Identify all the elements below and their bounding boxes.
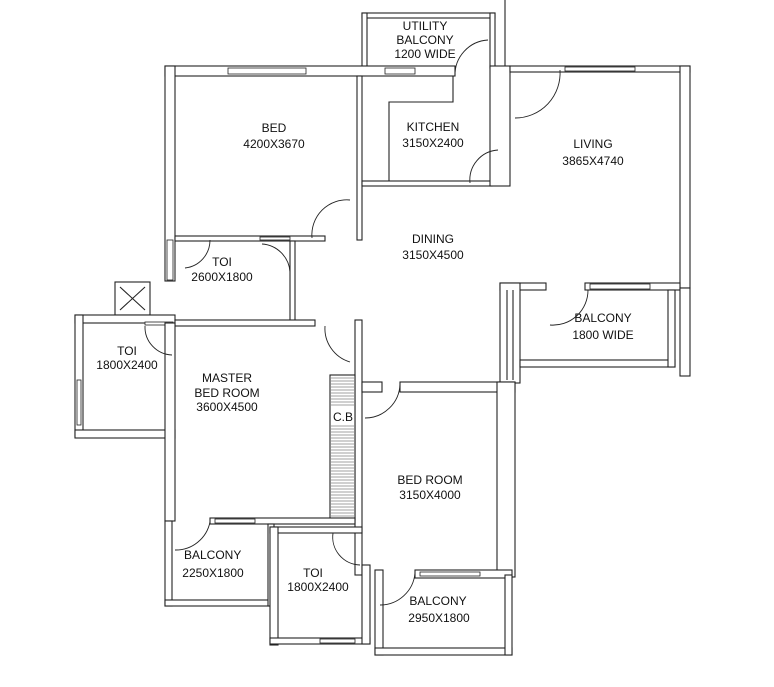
cb-hatch (331, 377, 354, 517)
toi-bottom-label: TOI (303, 566, 323, 580)
room-labels: UTILITY BALCONY 1200 WIDE BED 4200X3670 … (96, 19, 633, 625)
toi-left-label: TOI (117, 344, 137, 358)
balcony-2950-size: 2950X1800 (408, 611, 470, 625)
kitchen-size: 3150X2400 (402, 136, 464, 150)
master-label-2: BED ROOM (194, 386, 259, 400)
living-balcony-size: 1800 WIDE (572, 328, 633, 342)
toi-bottom-size: 1800X2400 (287, 580, 349, 594)
master-label: MASTER (202, 371, 252, 385)
walls (74, 0, 691, 656)
bed-size: 4200X3670 (243, 137, 305, 151)
bedroom-label: BED ROOM (397, 473, 462, 487)
utility-balcony-label-2: BALCONY (396, 33, 453, 47)
dining-label: DINING (412, 232, 454, 246)
balcony-2950-label: BALCONY (409, 594, 466, 608)
toi-upper-label: TOI (212, 255, 232, 269)
kitchen-label: KITCHEN (407, 120, 460, 134)
toi-upper-size: 2600X1800 (191, 270, 253, 284)
utility-balcony-label: UTILITY (403, 19, 448, 33)
master-size: 3600X4500 (196, 400, 258, 414)
living-label: LIVING (573, 137, 612, 151)
balcony-2250-label: BALCONY (184, 548, 241, 562)
living-size: 3865X4740 (562, 154, 624, 168)
utility-balcony-size: 1200 WIDE (394, 47, 455, 61)
balcony-2250-size: 2250X1800 (182, 566, 244, 580)
dining-size: 3150X4500 (402, 248, 464, 262)
bedroom-size: 3150X4000 (399, 488, 461, 502)
living-balcony-label: BALCONY (574, 311, 631, 325)
bed-label: BED (262, 121, 287, 135)
cb-label: C.B (333, 410, 353, 424)
toi-left-size: 1800X2400 (96, 358, 158, 372)
door-swings (144, 39, 589, 606)
